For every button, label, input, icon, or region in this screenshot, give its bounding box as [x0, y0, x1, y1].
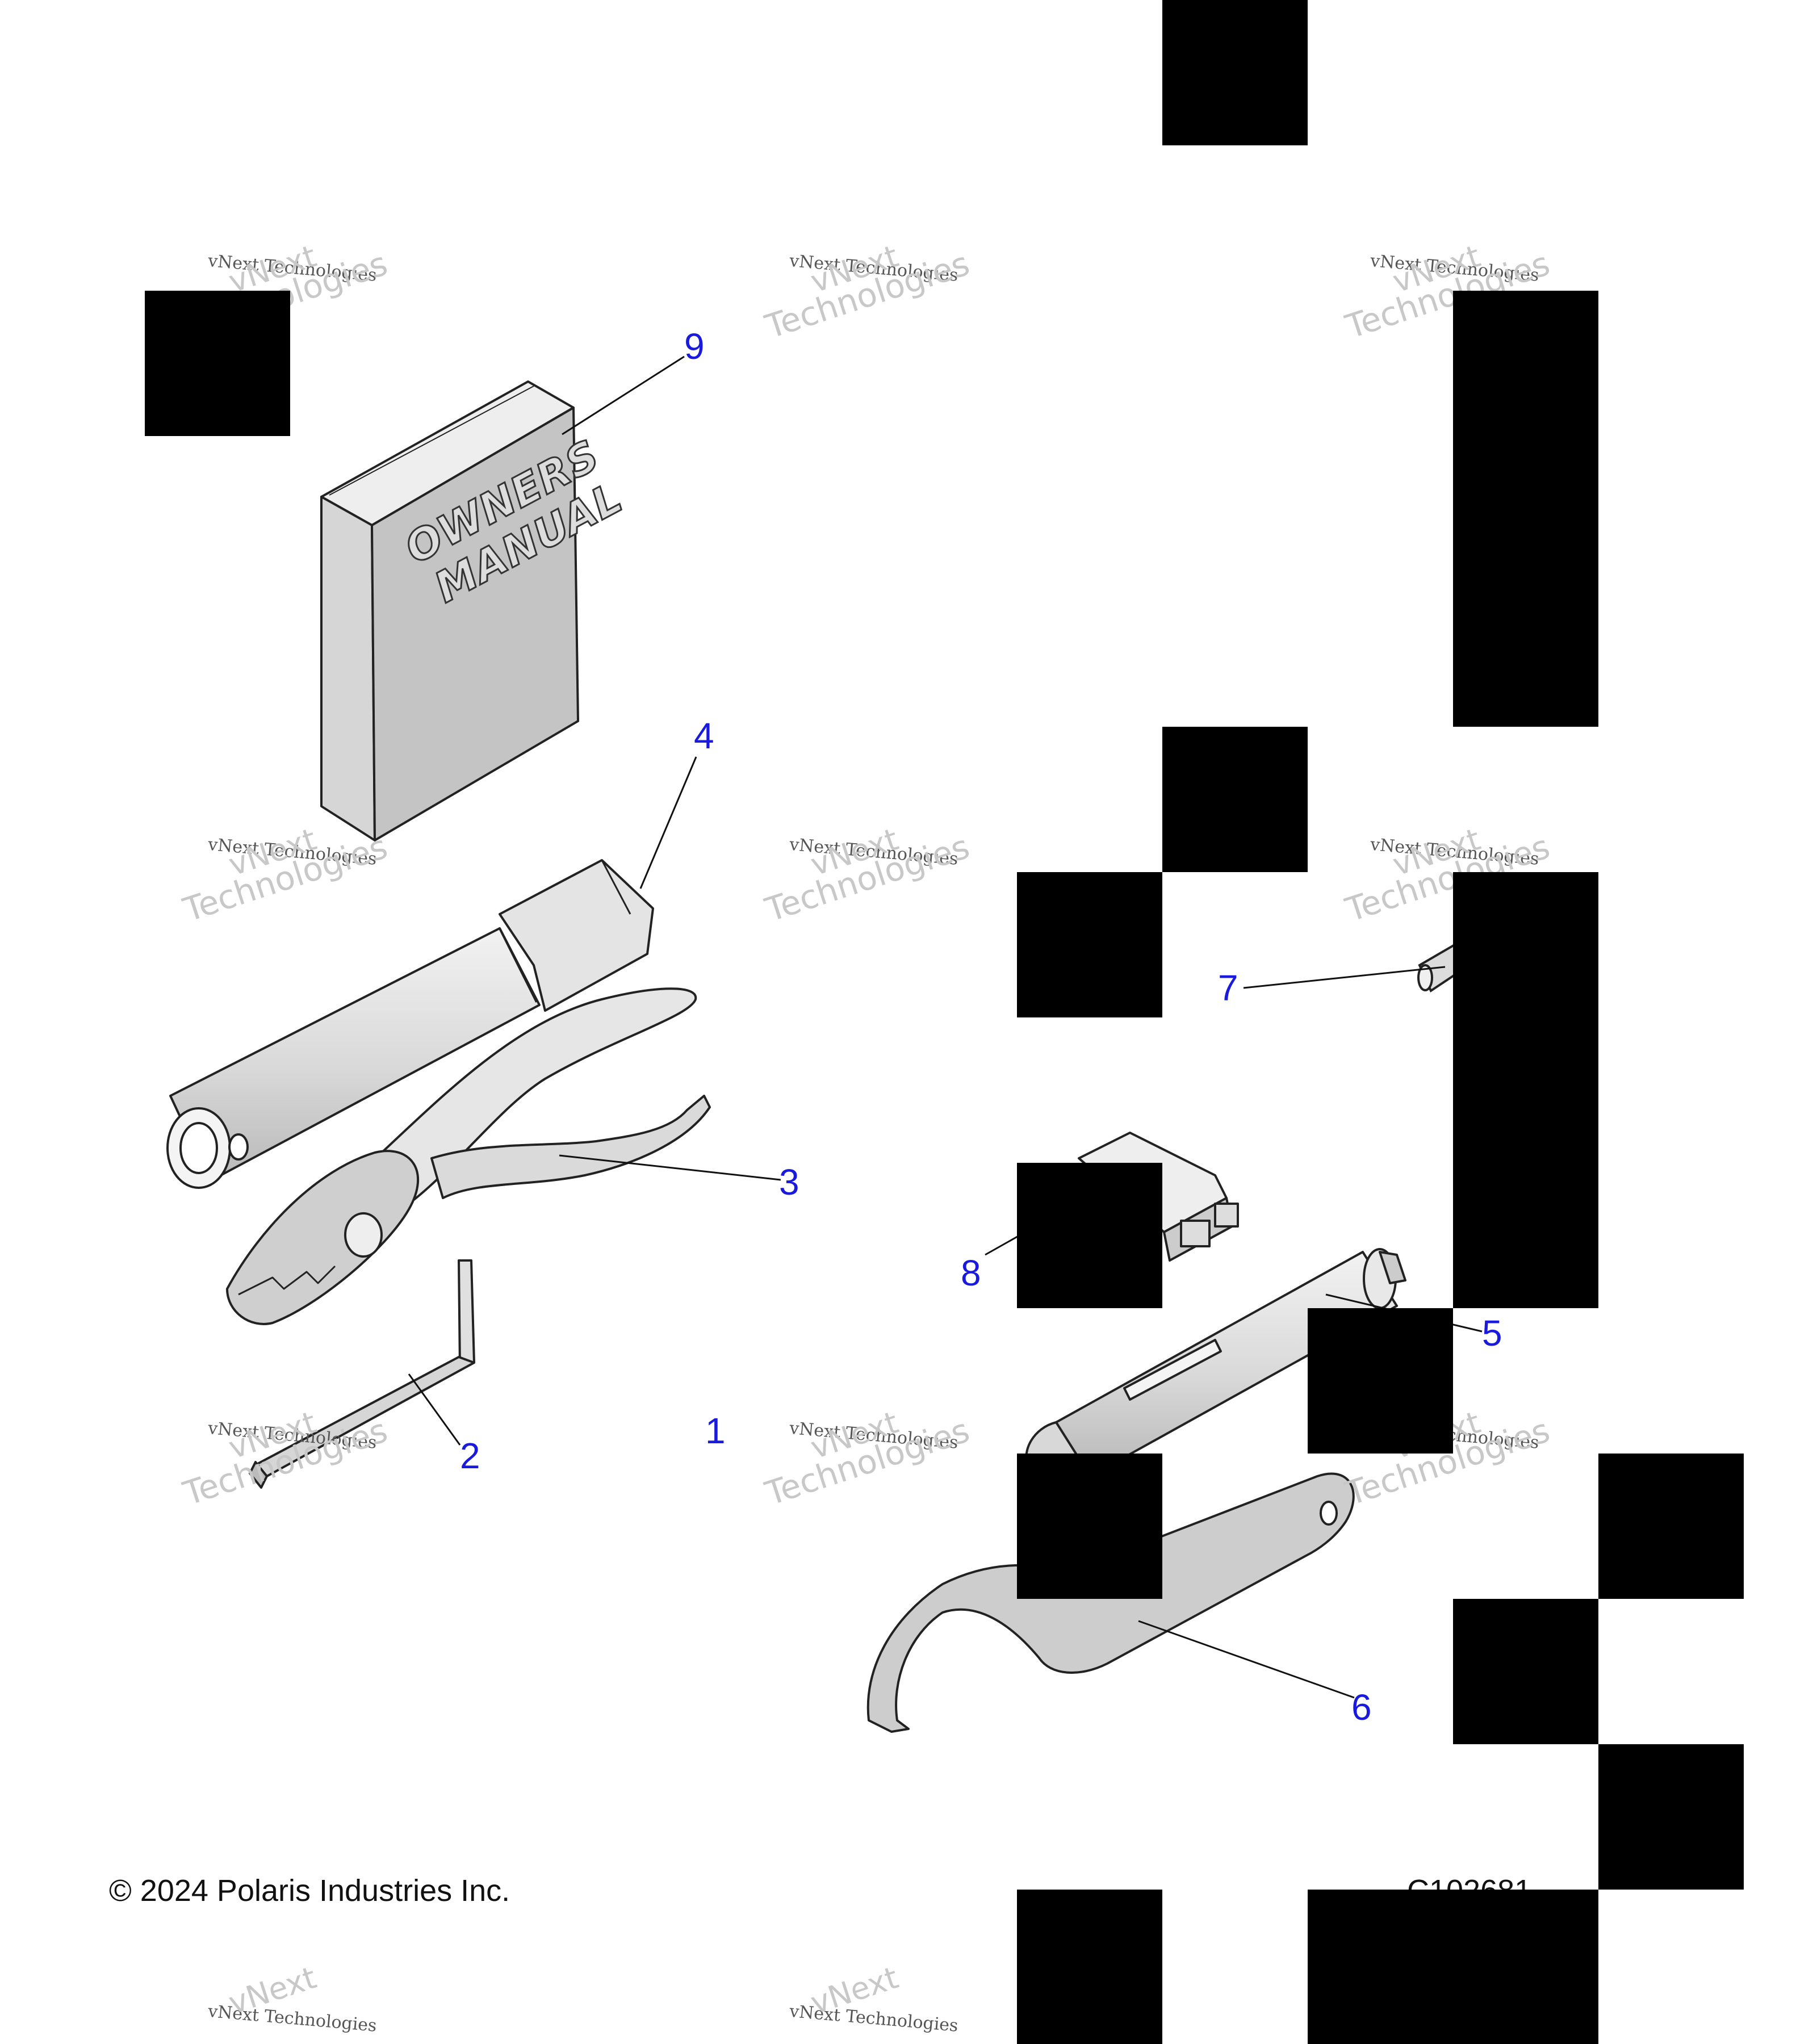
redaction-block	[1453, 291, 1598, 727]
redaction-block	[1017, 1163, 1162, 1308]
redaction-block	[1308, 1890, 1598, 2044]
spanner-wrench	[866, 1472, 1355, 1733]
redaction-block	[1598, 1454, 1744, 1599]
redaction-block	[1162, 727, 1308, 872]
redaction-block	[1453, 1599, 1598, 1744]
callout-3: 3	[779, 1162, 799, 1203]
redaction-block	[145, 291, 290, 436]
redaction-block	[1017, 872, 1162, 1017]
redaction-block	[1017, 1890, 1162, 2044]
callout-4: 4	[694, 715, 714, 756]
callout-7: 7	[1218, 967, 1238, 1008]
copyright-text: © 2024 Polaris Industries Inc.	[109, 1874, 510, 1908]
redaction-block	[1162, 0, 1308, 145]
pliers	[226, 987, 711, 1325]
callout-1: 1	[705, 1410, 726, 1451]
callout-6: 6	[1351, 1687, 1372, 1728]
redaction-block	[1308, 1308, 1453, 1454]
l-hex-key	[249, 1259, 475, 1489]
callout-8: 8	[961, 1253, 981, 1293]
callout-9: 9	[684, 326, 705, 367]
callout-5: 5	[1482, 1313, 1502, 1354]
callout-2: 2	[460, 1435, 480, 1476]
redaction-block	[1017, 1454, 1162, 1599]
redaction-block	[1598, 1744, 1744, 1890]
redaction-block	[1453, 872, 1598, 1308]
owners-manual	[320, 380, 579, 841]
spark-plug-socket	[166, 859, 654, 1189]
